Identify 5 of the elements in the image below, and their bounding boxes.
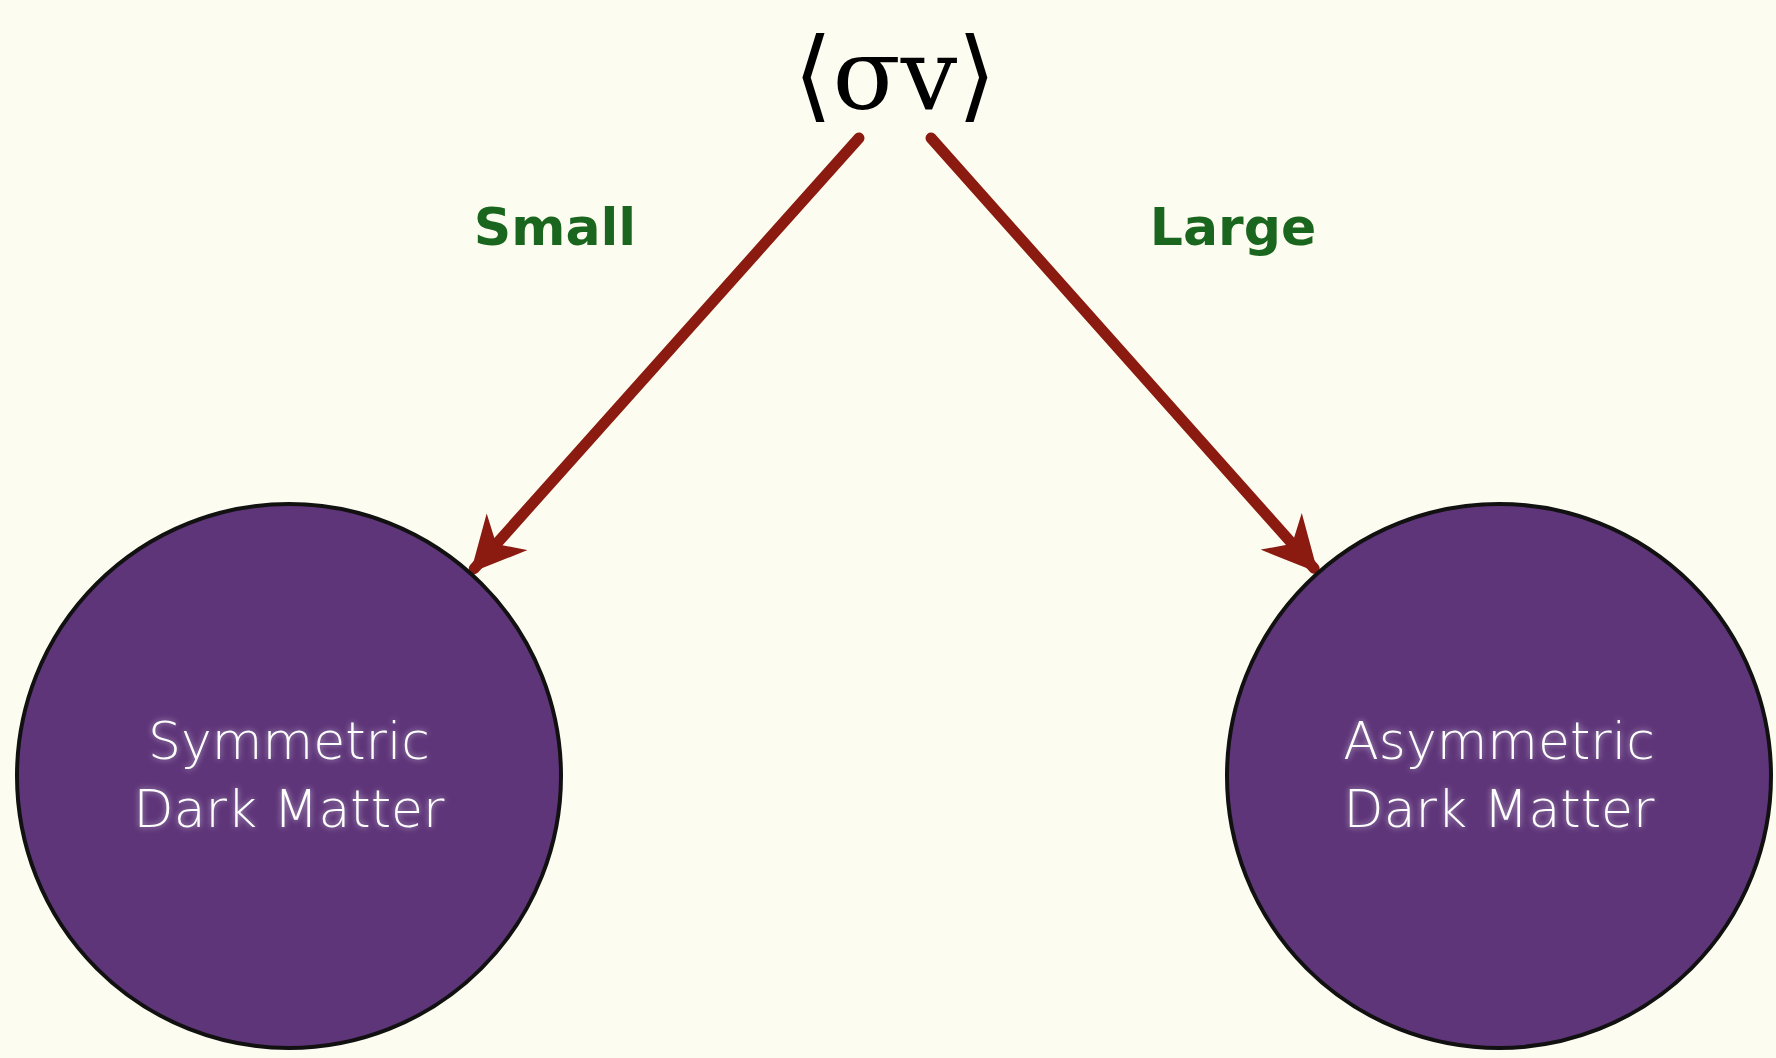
- formula-text: ⟨σv⟩: [793, 15, 997, 133]
- arrow: [468, 132, 865, 575]
- arrow: [925, 132, 1320, 574]
- circle-label: Symmetric Dark Matter: [132, 710, 446, 841]
- circle-label: Asymmetric Dark Matter: [1342, 710, 1656, 841]
